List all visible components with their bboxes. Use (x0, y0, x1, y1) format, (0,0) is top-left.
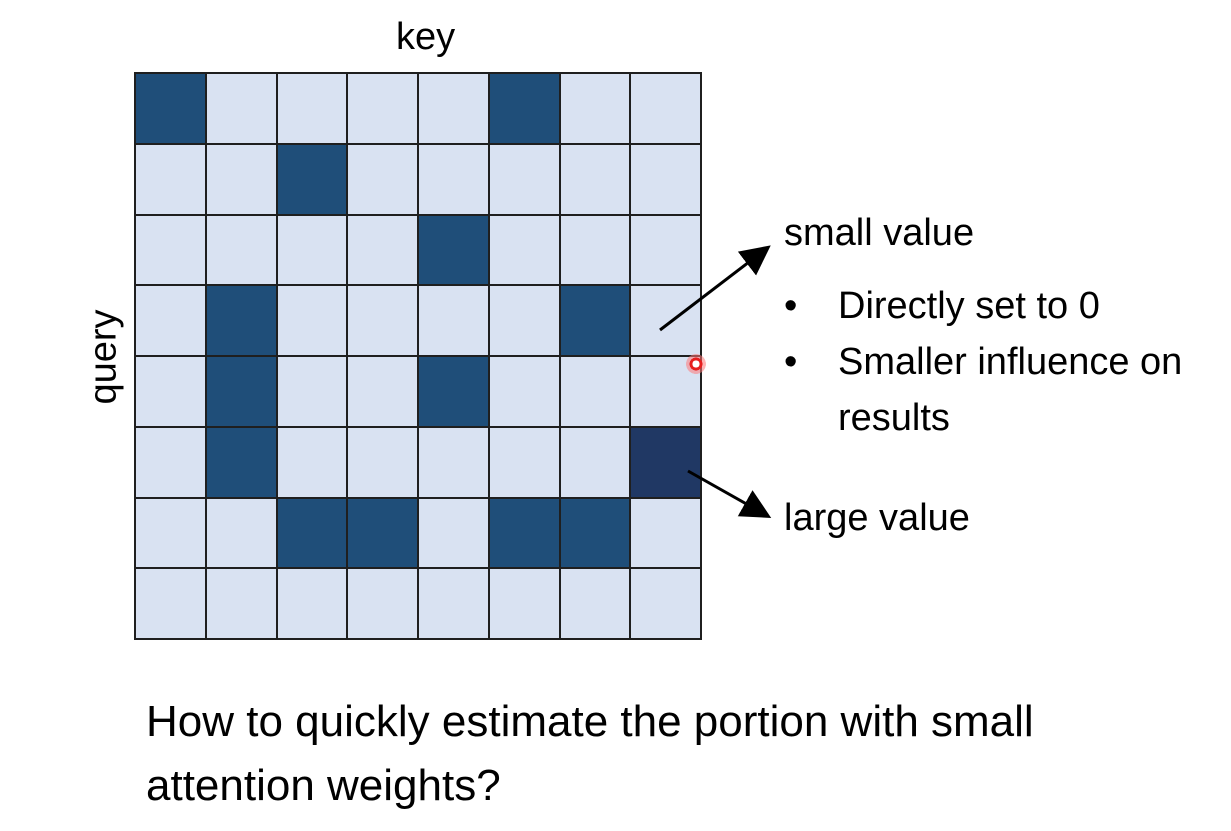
small-value-label: small value (784, 212, 975, 254)
matrix-cell-r5-c6 (560, 427, 630, 497)
matrix-cell-r2-c2 (277, 215, 347, 285)
matrix-cell-r7-c7 (631, 569, 700, 638)
question-heading: How to quickly estimate the portion with… (146, 697, 1034, 810)
matrix-cell-r0-c0 (136, 74, 205, 143)
matrix-cell-r3-c3 (348, 286, 417, 355)
matrix-cell-r7-c1 (206, 569, 276, 638)
matrix-cell-r1-c5 (489, 144, 559, 214)
matrix-cell-r6-c0 (136, 498, 205, 568)
matrix-cell-r7-c2 (277, 569, 347, 638)
matrix-cell-r0-c2 (277, 74, 347, 143)
bullet-directly-set-zero: Directly set to 0 (784, 278, 1214, 334)
matrix-cell-r1-c0 (136, 144, 205, 214)
matrix-cell-r2-c7 (631, 215, 700, 285)
matrix-cell-r6-c1 (206, 498, 276, 568)
small-value-bullet-list: Directly set to 0 Smaller influence on r… (784, 278, 1214, 446)
matrix-cell-r4-c4 (419, 357, 488, 426)
matrix-cell-r0-c6 (560, 74, 630, 143)
matrix-cell-r0-c7 (631, 74, 700, 143)
query-axis-label: query (82, 309, 125, 405)
matrix-cell-r2-c4 (419, 215, 488, 285)
matrix-cell-r2-c3 (348, 215, 417, 285)
matrix-cell-r6-c5 (489, 498, 559, 568)
matrix-cell-r0-c5 (489, 74, 559, 143)
matrix-cell-r3-c7 (631, 286, 700, 355)
matrix-cell-r0-c1 (206, 74, 276, 143)
matrix-cell-r3-c4 (419, 286, 488, 355)
matrix-cell-r3-c6 (560, 286, 630, 355)
matrix-cell-r5-c2 (277, 427, 347, 497)
cursor-pointer-icon (686, 354, 706, 374)
matrix-cell-r5-c3 (348, 427, 417, 497)
matrix-cell-r1-c3 (348, 144, 417, 214)
attention-matrix-grid (134, 72, 702, 640)
matrix-cell-r5-c7 (631, 427, 700, 497)
bullet-smaller-influence: Smaller influence on results (784, 334, 1214, 446)
matrix-cell-r0-c3 (348, 74, 417, 143)
matrix-cell-r7-c4 (419, 569, 488, 638)
matrix-cell-r7-c5 (489, 569, 559, 638)
matrix-cell-r0-c4 (419, 74, 488, 143)
matrix-cell-r2-c5 (489, 215, 559, 285)
matrix-cell-r5-c0 (136, 427, 205, 497)
matrix-cell-r6-c7 (631, 498, 700, 568)
key-axis-label: key (396, 16, 456, 58)
matrix-cell-r4-c0 (136, 357, 205, 426)
matrix-cell-r1-c4 (419, 144, 488, 214)
matrix-cell-r6-c4 (419, 498, 488, 568)
matrix-cell-r6-c6 (560, 498, 630, 568)
matrix-cell-r3-c5 (489, 286, 559, 355)
matrix-cell-r5-c5 (489, 427, 559, 497)
matrix-cell-r5-c4 (419, 427, 488, 497)
matrix-cell-r5-c1 (206, 427, 276, 497)
matrix-cell-r7-c6 (560, 569, 630, 638)
matrix-cell-r6-c3 (348, 498, 417, 568)
matrix-cell-r4-c3 (348, 357, 417, 426)
matrix-cell-r1-c2 (277, 144, 347, 214)
matrix-cell-r3-c1 (206, 286, 276, 355)
matrix-cell-r3-c0 (136, 286, 205, 355)
matrix-cell-r4-c2 (277, 357, 347, 426)
matrix-cell-r7-c0 (136, 569, 205, 638)
matrix-cell-r2-c1 (206, 215, 276, 285)
matrix-cell-r4-c5 (489, 357, 559, 426)
matrix-cell-r1-c7 (631, 144, 700, 214)
matrix-cell-r1-c6 (560, 144, 630, 214)
large-value-label: large value (784, 497, 970, 539)
matrix-cell-r1-c1 (206, 144, 276, 214)
matrix-cell-r6-c2 (277, 498, 347, 568)
matrix-cell-r2-c0 (136, 215, 205, 285)
matrix-cell-r3-c2 (277, 286, 347, 355)
matrix-cell-r7-c3 (348, 569, 417, 638)
matrix-cell-r2-c6 (560, 215, 630, 285)
matrix-cell-r4-c1 (206, 357, 276, 426)
matrix-cell-r4-c6 (560, 357, 630, 426)
